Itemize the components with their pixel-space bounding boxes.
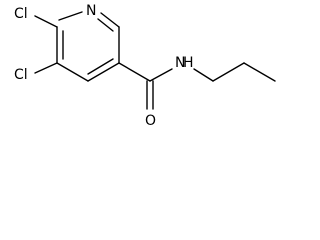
structure-diagram: N Cl Cl O N H — [14, 3, 276, 129]
bond-c4-c3 — [56, 62, 89, 82]
amide-group — [118, 62, 173, 110]
atom-label-cl-bottom: Cl — [14, 67, 28, 83]
bond-c2-cl — [34, 15, 58, 28]
bond-n1-c6-inner — [97, 18, 114, 32]
bond-c1-c2 — [212, 62, 245, 82]
pyridine-ring — [56, 11, 120, 82]
bond-c3-cl — [34, 62, 58, 74]
bond-c5-c4-inner — [87, 58, 114, 75]
bond-n-c1 — [193, 68, 214, 82]
propyl-chain — [193, 62, 276, 82]
atom-label-amide-n: N — [175, 55, 185, 71]
bond-ring-carbonyl — [118, 62, 151, 82]
bond-c5-c4 — [87, 62, 120, 82]
atom-label-amide-h: H — [183, 55, 194, 71]
atom-label-ring-n: N — [86, 3, 96, 19]
bond-c2-c3 — [243, 62, 276, 82]
atom-label-carbonyl-o: O — [145, 113, 156, 129]
atom-label-cl-top: Cl — [14, 6, 28, 22]
bond-n1-c6 — [100, 12, 120, 28]
bond-carbonyl-n — [149, 68, 173, 82]
bond-c2-n1 — [58, 11, 83, 21]
